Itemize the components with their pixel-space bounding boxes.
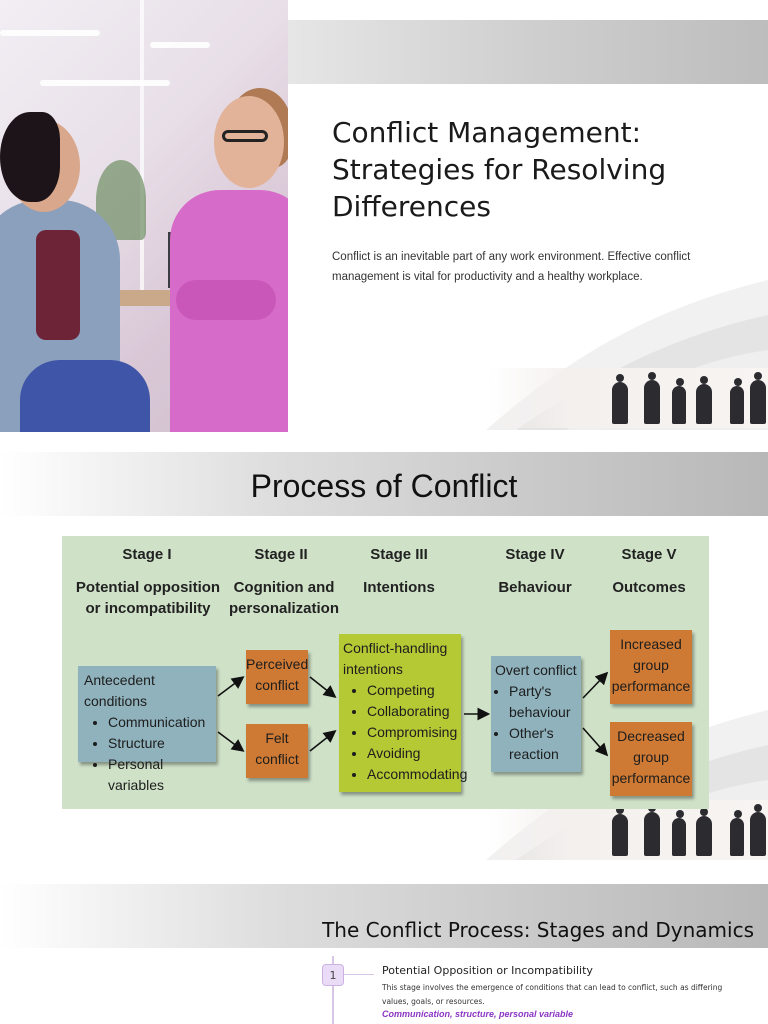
- step-number-badge: 1: [322, 964, 344, 986]
- overt-heading: Overt conflict: [495, 662, 577, 678]
- conflict-handling-intentions-box: Conflict-handling intentions Competing C…: [339, 634, 467, 792]
- step-tags: Communication, structure, personal varia…: [382, 1009, 574, 1019]
- slide-title-text: Conflict Management: Strategies for Reso…: [332, 116, 667, 223]
- section-title: The Conflict Process: Stages and Dynamic…: [322, 918, 754, 942]
- ceiling-light: [150, 42, 210, 48]
- header-bar: [288, 20, 768, 84]
- overt-item: Other's reaction: [509, 723, 579, 765]
- stage-5-label: Stage V: [621, 546, 677, 563]
- antecedent-heading: Antecedent conditions: [84, 672, 155, 709]
- section-title: Process of Conflict: [250, 468, 518, 504]
- header-bar: [0, 452, 768, 516]
- conflict-process-diagram: Stage I Stage II Stage III Stage IV Stag…: [62, 536, 709, 809]
- people-silhouettes: [488, 368, 768, 428]
- people-silhouettes: [488, 800, 768, 860]
- intentions-heading: Conflict-handling intentions: [343, 640, 448, 677]
- stage-1-subtitle: Potential opposition or incompatibility: [75, 579, 221, 617]
- woman-left-shirt: [36, 230, 80, 340]
- stage-3-label: Stage III: [370, 546, 428, 563]
- overt-item: Party's behaviour: [509, 681, 579, 723]
- stage-1-label: Stage I: [122, 546, 172, 563]
- overt-conflict-box: Overt conflict Party's behaviour Other's…: [491, 656, 581, 772]
- step-heading: Potential Opposition or Incompatibility: [382, 964, 593, 977]
- woman-right-arms: [176, 280, 276, 320]
- decreased-performance-box: Decreased group performance: [610, 722, 692, 796]
- stage-2-subtitle: Cognition and personalization: [228, 579, 340, 617]
- ceiling-light: [0, 30, 100, 36]
- glass-wall: [140, 0, 144, 300]
- office-photo: [0, 0, 288, 432]
- diagram-arrows: [217, 671, 609, 757]
- intention-item: Compromising: [367, 722, 461, 743]
- timeline-line: [332, 956, 334, 1024]
- intention-item: Accommodating: [367, 764, 467, 785]
- antecedent-conditions-box: Antecedent conditions Communication Stru…: [78, 666, 216, 793]
- glasses: [222, 130, 268, 142]
- intention-item: Collaborating: [367, 701, 461, 722]
- slide-description: Conflict is an inevitable part of any wo…: [332, 251, 691, 283]
- perceived-conflict-box: Perceived conflict: [246, 650, 308, 704]
- stage-4-label: Stage IV: [505, 546, 565, 563]
- antecedent-item: Personal variables: [108, 754, 216, 796]
- slide-stages: The Conflict Process: Stages and Dynamic…: [0, 884, 768, 1024]
- increased-performance-box: Increased group performance: [610, 630, 692, 704]
- antecedent-item: Structure: [108, 733, 216, 754]
- antecedent-item: Communication: [108, 712, 216, 733]
- intention-item: Competing: [367, 680, 461, 701]
- woman-right-face: [214, 96, 284, 188]
- ceiling-light: [40, 80, 170, 86]
- slide-title: Conflict Management: Strategies for Reso…: [0, 0, 768, 432]
- timeline-connector: [332, 974, 374, 975]
- felt-conflict-box: Felt conflict: [246, 724, 308, 778]
- stage-3-subtitle: Intentions: [363, 579, 435, 596]
- woman-left-legs: [20, 360, 150, 432]
- intention-item: Avoiding: [367, 743, 461, 764]
- stage-2-label: Stage II: [254, 546, 308, 563]
- slide-process: Process of Conflict Stage I Stage II Sta…: [0, 452, 768, 860]
- stage-5-subtitle: Outcomes: [612, 579, 686, 596]
- header-bar: [0, 884, 768, 948]
- stage-4-subtitle: Behaviour: [498, 579, 572, 596]
- woman-left-hair: [0, 112, 60, 202]
- step-description: This stage involves the emergence of con…: [382, 983, 723, 1006]
